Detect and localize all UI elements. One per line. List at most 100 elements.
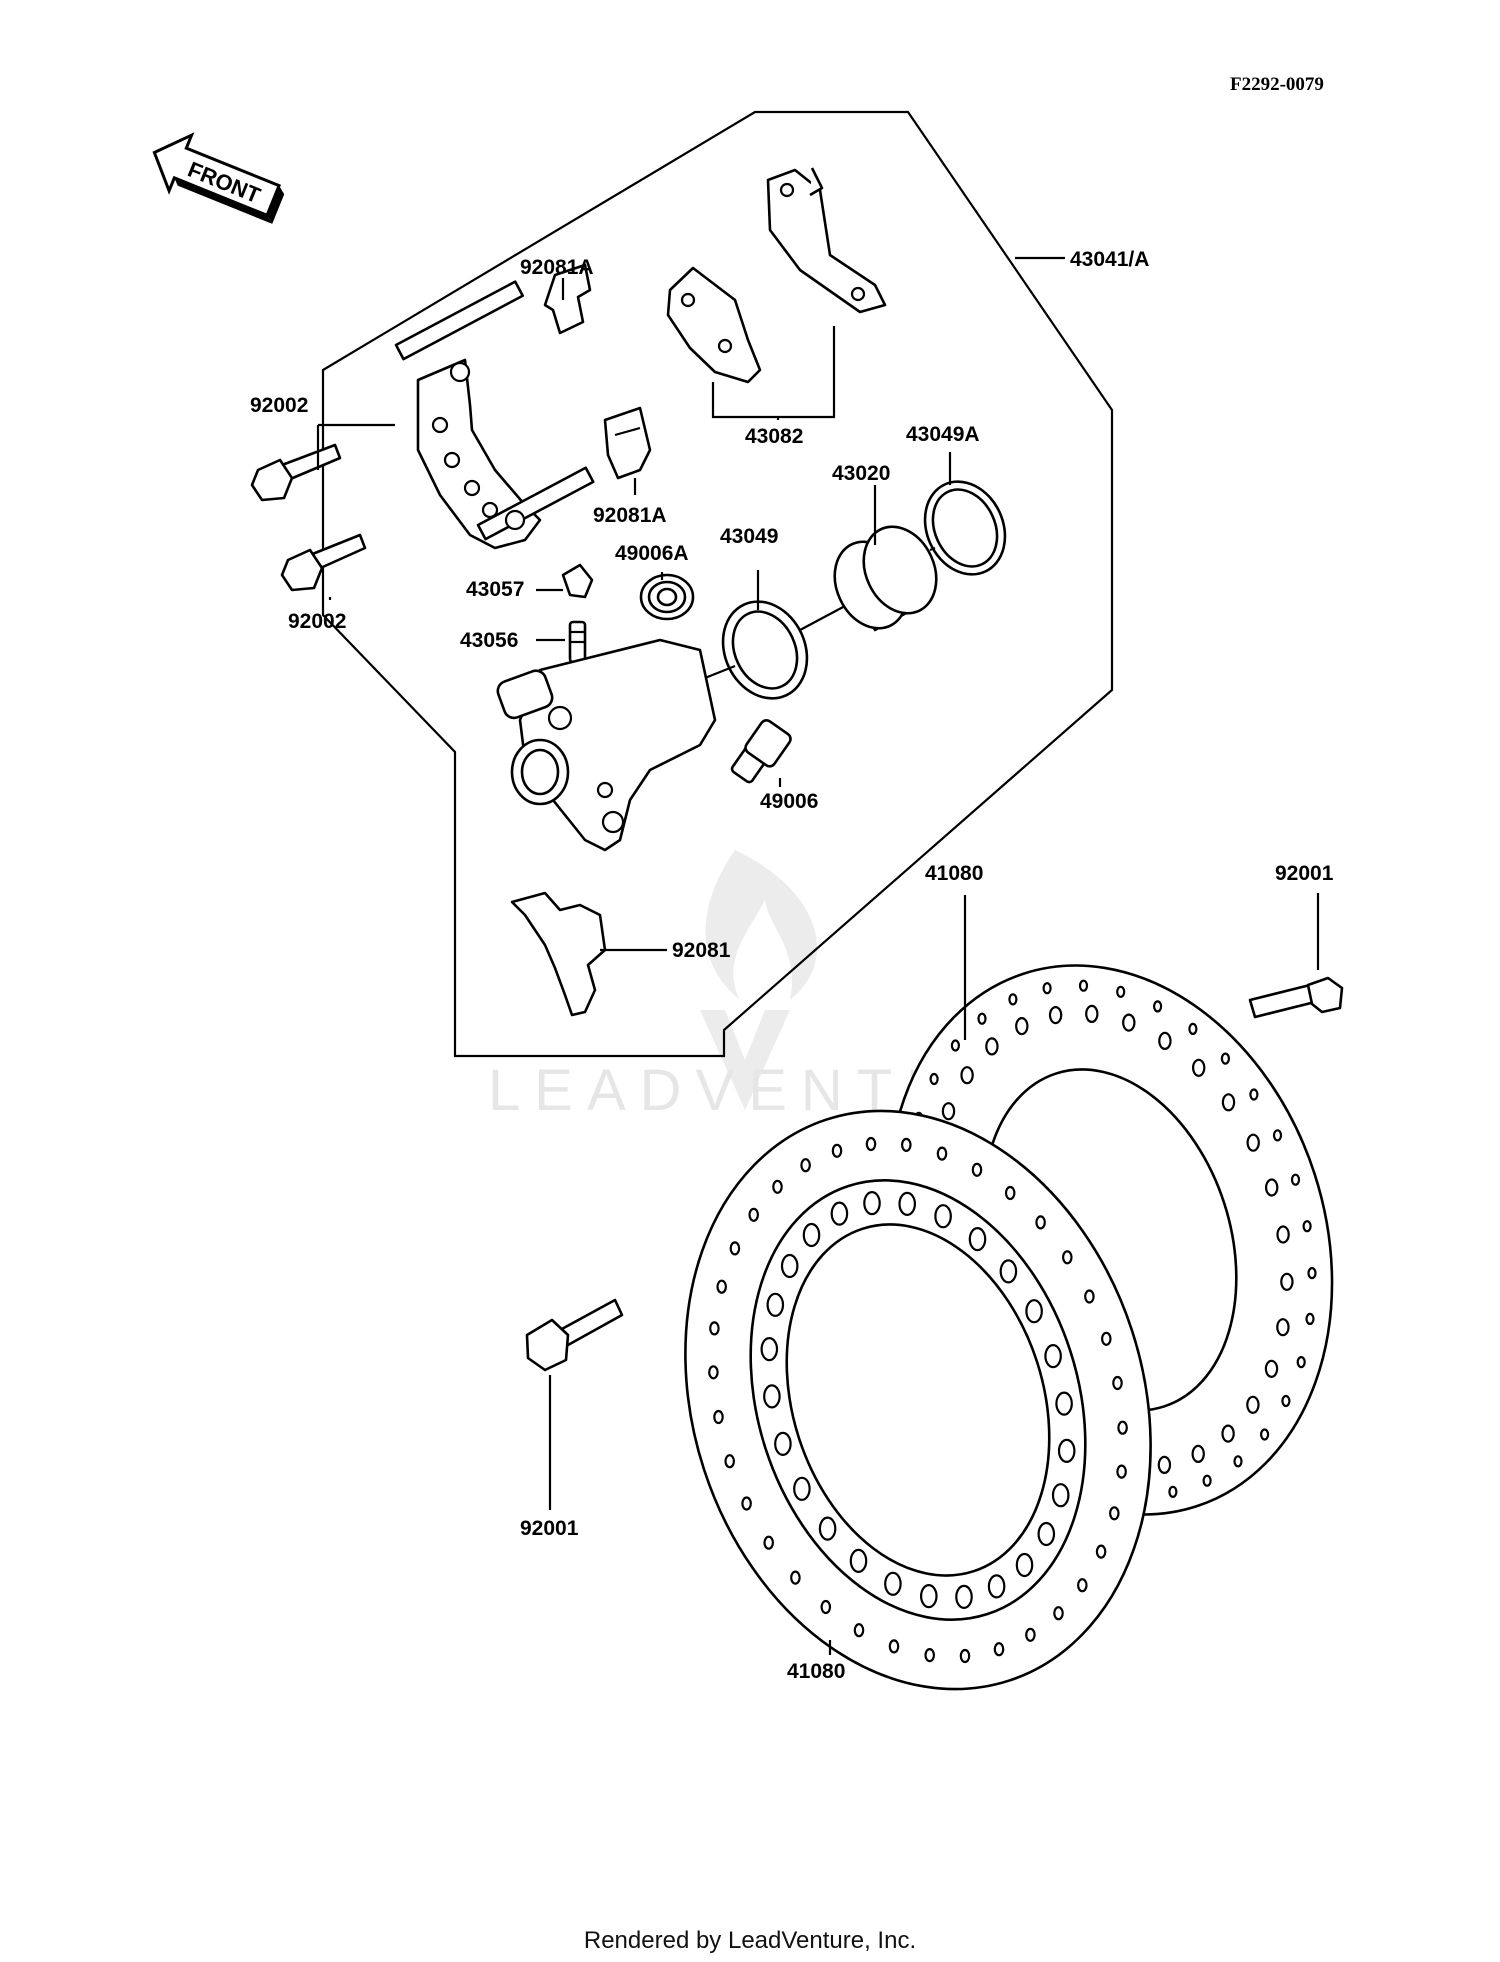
label-43020: 43020 [832,462,890,485]
disc-vent-hole [1249,1088,1259,1101]
disc-vent-hole [985,1037,999,1056]
disc-vent-hole [993,1642,1005,1657]
disc-vent-hole [1168,1485,1178,1498]
disc-vent-hole [1246,1395,1260,1414]
bracket-bolt-top [250,443,342,502]
disc-vent-hole [1112,1375,1123,1391]
disc-vent-hole [1044,1343,1062,1369]
disc-vent-hole [830,1201,849,1226]
disc-vent-hole [1051,1483,1070,1508]
disc-vent-hole [748,1207,759,1222]
disc-vent-hole [1191,1444,1205,1464]
disc-vent-hole [729,1241,741,1256]
label-43049: 43049 [720,525,778,548]
disc-vent-hole [1220,1052,1231,1065]
disc-vent-hole [800,1158,811,1173]
disc-vent-hole [1025,1299,1043,1324]
disc-vent-hole [820,1599,832,1615]
disc-vent-hole [1116,1464,1127,1479]
disc-vent-hole [977,1012,987,1025]
disc-vent-hole [760,1336,779,1362]
piston-seal [721,600,809,700]
disc-vent-hole [1048,1005,1063,1025]
caliper-assembly-outline [321,110,1114,1058]
disc-vent-hole [709,1321,720,1336]
leader-lines [316,256,1320,1655]
caliper-body [496,638,717,852]
label-92081a-mid: 92081A [593,504,667,527]
disc-vent-hole [863,1190,881,1216]
label-49006a: 49006A [615,542,689,565]
dust-seal [923,480,1007,576]
disc-vent-hole [865,1136,877,1152]
disc-vent-hole [793,1476,811,1501]
disc-vent-hole [1158,1031,1172,1051]
disc-vent-hole [888,1639,900,1654]
disc-vent-hole [1055,1391,1073,1416]
label-43056: 43056 [460,629,518,652]
label-41080-top: 41080 [925,862,983,885]
disc-vent-hole [724,1454,735,1469]
disc-vent-hole [924,1647,935,1663]
disc-vent-hole [1117,1420,1128,1435]
piston [833,525,938,632]
disc-vent-hole [1272,1129,1283,1142]
disc-vent-hole [1246,1133,1260,1152]
disc-vent-hole [999,1259,1018,1284]
disc-vent-hole [1305,1312,1315,1326]
disc-vent-hole [884,1571,902,1596]
disc-vent-hole [950,1039,961,1052]
disc-vent-hole [1025,1627,1036,1642]
pin-boot [639,573,695,621]
disc-vent-hole [1302,1220,1312,1233]
label-43082: 43082 [745,425,803,448]
part-labels: 43041/A 92081A 92002 43082 43049A 43020 … [250,248,1334,1683]
disc-vent-hole [898,1191,916,1217]
label-49006: 49006 [760,790,818,813]
disc-vent-hole [713,1409,724,1425]
disc-vent-hole [766,1292,785,1317]
anti-rattle-spring [510,891,607,1017]
disc-vent-hole [1008,993,1018,1006]
disc-vent-hole [774,1431,792,1457]
label-43057: 43057 [466,578,524,601]
label-43041-a: 43041/A [1070,248,1149,271]
disc-vent-hole [1053,1606,1064,1621]
front-arrow-icon: FRONT [152,132,285,224]
label-43049a: 43049A [906,423,980,446]
label-92001-right: 92001 [1275,862,1334,885]
disc-vent-hole [1035,1215,1046,1230]
disc-vent-hole [1042,982,1052,995]
bracket-bolt-bottom [280,533,367,592]
disc-vent-hole [1221,1424,1235,1443]
disc-vent-hole [1259,1428,1270,1441]
footer-credit: Rendered by LeadVenture, Inc. [584,1927,916,1954]
disc-vent-hole [1276,1318,1290,1337]
disc-vent-hole [955,1584,973,1610]
disc-vent-hole [929,1072,939,1086]
pin-bolt [730,719,792,784]
disc-vent-hole [1221,1093,1236,1112]
disc-vent-hole [1101,1331,1112,1346]
disc-vent-hole [934,1204,952,1229]
disc-vent-hole [802,1222,821,1248]
disc-vent-hole [1152,1000,1163,1013]
disc-vent-hole [1290,1173,1301,1186]
caliper-bracket [394,280,595,550]
disc-vent-hole [708,1365,719,1380]
disc-vent-hole [741,1496,752,1511]
bleeder-cap [561,563,594,599]
disc-vent-hole [1122,1013,1136,1032]
disc-vent-hole [1191,1058,1206,1077]
disc-vent-hole [1233,1455,1243,1468]
disc-vent-hole [1057,1438,1076,1464]
brake-pads [666,167,887,419]
disc-vent-hole [831,1143,843,1158]
label-41080-bottom: 41080 [787,1660,845,1683]
disc-vent-hole [780,1253,799,1279]
disc-vent-hole [1264,1178,1279,1197]
disc-vent-hole [1084,1289,1095,1304]
figure-id: F2292-0079 [1230,74,1324,95]
label-92002-top: 92002 [250,394,308,417]
